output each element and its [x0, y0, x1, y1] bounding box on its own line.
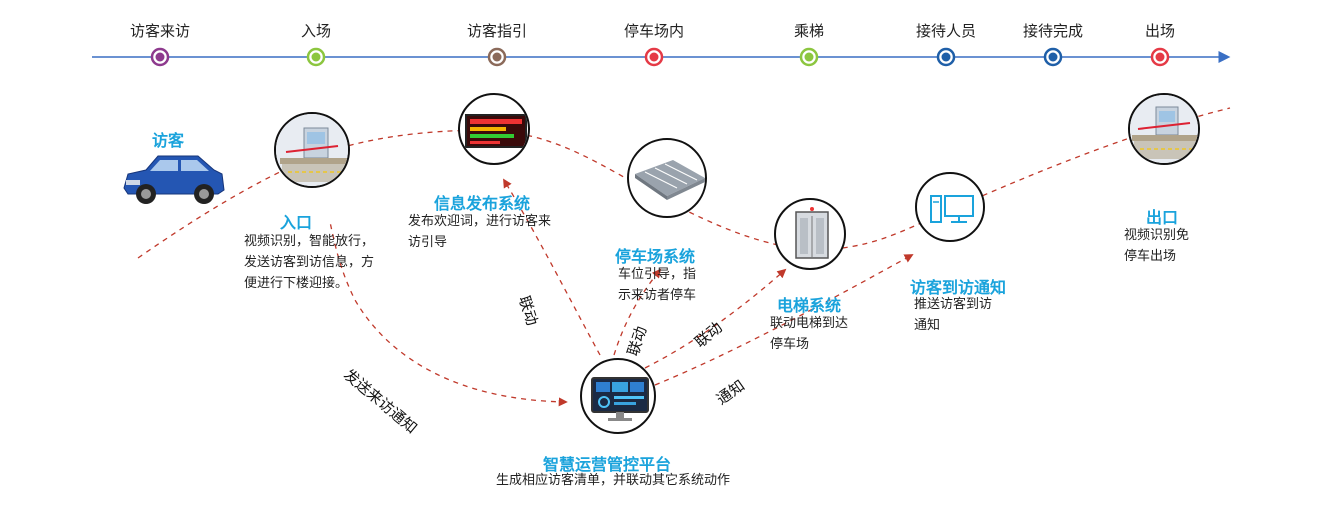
notify-desc-line: 通知 [914, 318, 941, 333]
elevator-system-desc-line: 停车场 [770, 337, 810, 352]
flow-link-elevator-path [644, 268, 787, 369]
timeline-dot-core [1048, 52, 1058, 62]
entrance-desc-line: 发送访客到访信息，方 [244, 255, 375, 270]
flow-link-info-path [503, 178, 601, 356]
parking-system-desc-line: 车位引导，指 [618, 267, 697, 282]
exit-title: 出口 [1146, 208, 1179, 227]
elevator-system-title: 电梯系统 [777, 296, 842, 315]
elevator-system-desc-line: 联动电梯到达 [770, 316, 849, 331]
entrance-desc: 视频识别，智能放行， 发送访客到访信息，方 便进行下楼迎接。 [244, 231, 374, 294]
timeline-stage-label: 接待完成 [1022, 22, 1084, 40]
parking-system-desc: 车位引导，指 示来访者停车 [618, 264, 696, 306]
visitor-title: 访客 [152, 131, 185, 150]
timeline-stage-label: 访客来访 [129, 22, 191, 40]
parking-system-desc-line: 示来访者停车 [618, 288, 697, 303]
entrance-title: 入口 [280, 213, 313, 232]
exit-gate-image [1128, 93, 1200, 165]
timeline-dot-core [941, 52, 951, 62]
parking-lot-image [627, 138, 707, 218]
timeline-dot-core [155, 52, 165, 62]
timeline-dot-core [311, 52, 321, 62]
flow-link-parking-path [613, 268, 662, 356]
parking-system-title: 停车场系统 [615, 247, 696, 266]
exit-desc-line: 视频识别免 [1124, 228, 1190, 243]
platform-desc: 生成相应访客清单，并联动其它系统动作 [496, 473, 731, 488]
car-icon [123, 155, 225, 204]
info-system-desc-line: 访引导 [408, 235, 448, 250]
flow-notice-path [654, 254, 914, 386]
platform-monitor-image [580, 358, 656, 434]
timeline-stage-label: 接待人员 [915, 22, 977, 40]
notify-desc-line: 推送访客到访 [914, 297, 993, 312]
timeline-dot-core [492, 52, 502, 62]
flow-send-visit-path [329, 221, 568, 407]
entrance-desc-line: 便进行下楼迎接。 [244, 276, 349, 291]
elevator-system-desc: 联动电梯到达 停车场 [770, 313, 848, 355]
info-system-desc-line: 发布欢迎词，进行访客来 [408, 214, 552, 229]
elevator-image [774, 198, 846, 270]
info-system-title: 信息发布系统 [434, 194, 531, 213]
exit-desc: 视频识别免 停车出场 [1124, 225, 1189, 267]
computer-terminal-image [915, 172, 985, 242]
timeline-dot-core [804, 52, 814, 62]
led-display-image [458, 93, 530, 165]
exit-desc-line: 停车出场 [1124, 249, 1177, 264]
notify-title: 访客到访通知 [910, 278, 1007, 297]
timeline-stage-label: 出场 [1144, 22, 1176, 40]
timeline-stage-label: 停车场内 [623, 22, 685, 40]
timeline-stage-label: 访客指引 [466, 22, 528, 40]
timeline-stage-label: 入场 [300, 22, 332, 40]
notify-desc: 推送访客到访 通知 [914, 294, 992, 336]
timeline-dot-core [1155, 52, 1165, 62]
timeline-dot-core [649, 52, 659, 62]
entrance-gate-image [274, 112, 350, 188]
platform-title: 智慧运营管控平台 [543, 455, 672, 474]
entrance-desc-line: 视频识别，智能放行， [244, 234, 375, 249]
timeline-stage-label: 乘梯 [793, 22, 825, 40]
info-system-desc: 发布欢迎词，进行访客来 访引导 [408, 211, 551, 253]
